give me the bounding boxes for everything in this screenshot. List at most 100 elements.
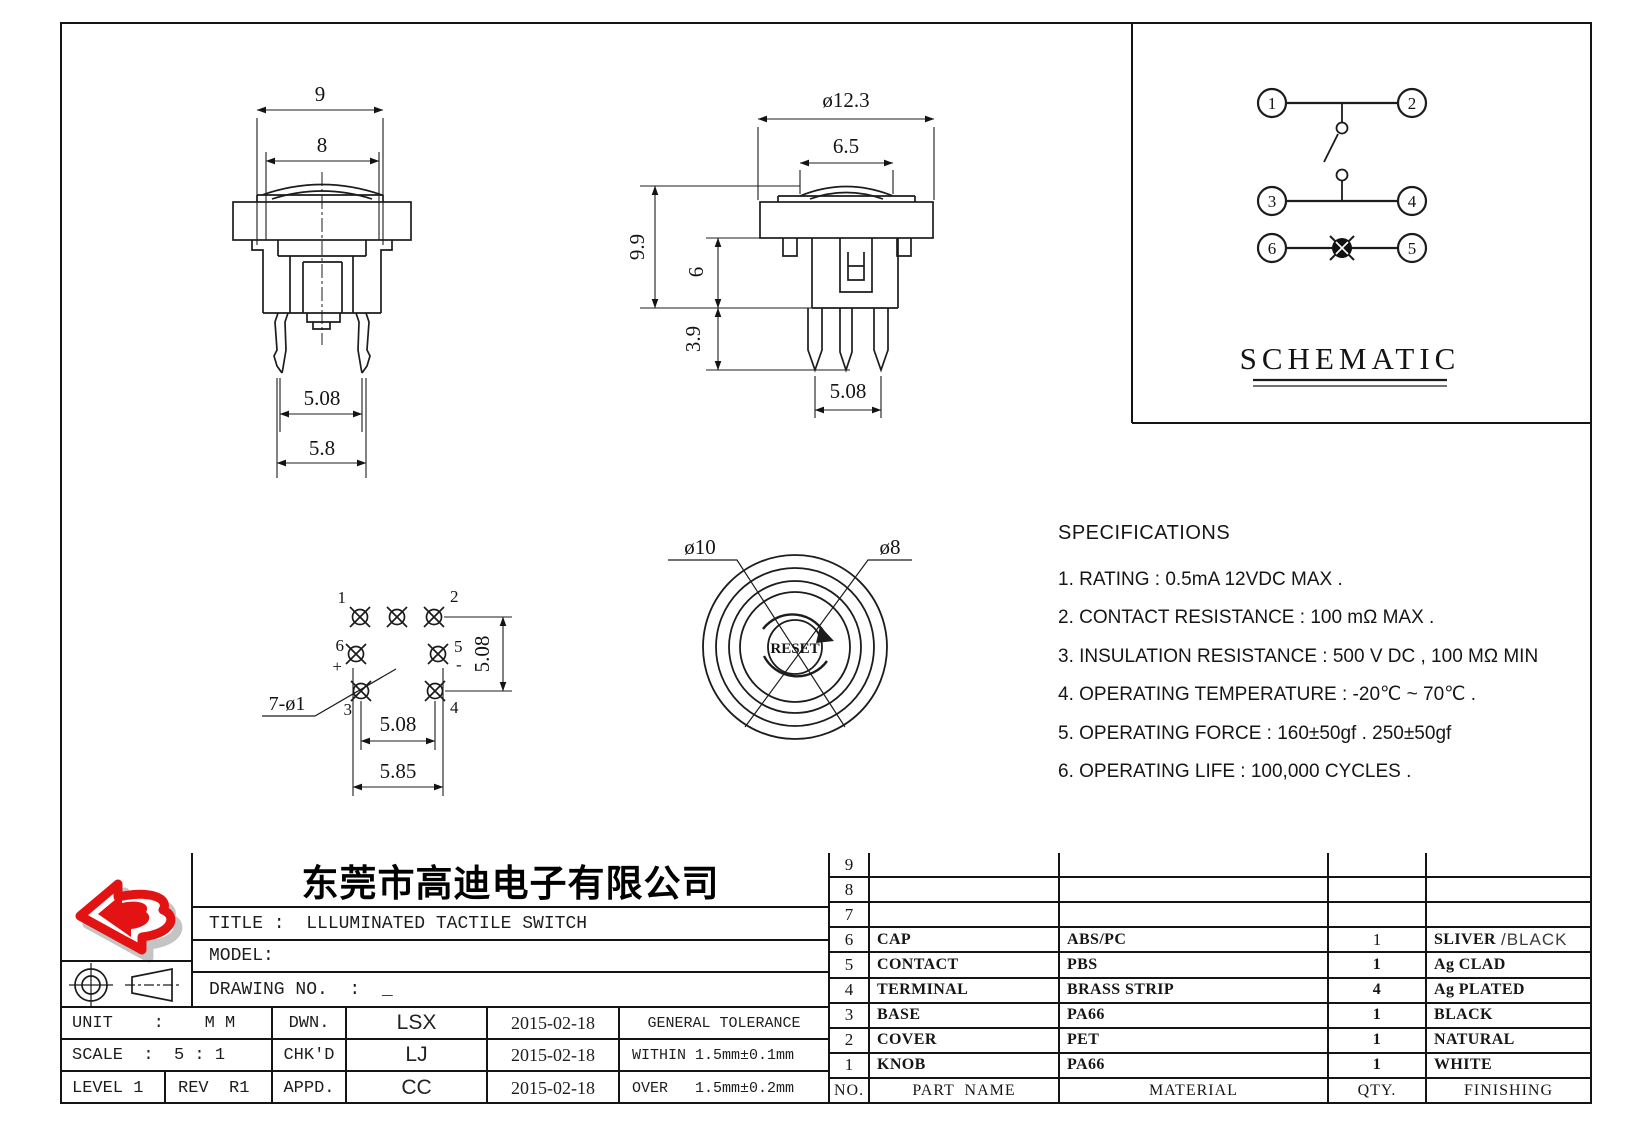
dwn-label: DWN. — [288, 1013, 330, 1033]
tolerance-within: WITHIN 1.5mm±0.1mm — [632, 1046, 795, 1064]
finishing-alt: /BLACK — [1500, 929, 1568, 949]
part-material — [1060, 878, 1329, 904]
model-cell: MODEL: — [193, 941, 828, 973]
dwn-date-cell: 2015-02-18 — [488, 1008, 620, 1040]
scale-cell: SCALE : 5 : 1 — [60, 1040, 273, 1072]
appd-date: 2015-02-18 — [511, 1077, 595, 1098]
part-material — [1060, 903, 1329, 929]
part-finishing — [1427, 878, 1590, 904]
chk-date-cell: 2015-02-18 — [488, 1040, 620, 1072]
part-row-no: 7 — [830, 903, 870, 929]
part-row-no: 3 — [830, 1003, 870, 1029]
parts-table: 9 8 7 6 CAP ABS/PC 1 SLIVER /BLACK 5 CON… — [828, 853, 1590, 1104]
dwn-value-cell: LSX — [347, 1008, 488, 1040]
part-material — [1060, 853, 1329, 879]
part-qty: 1 — [1329, 953, 1427, 979]
chk-label: CHK'D — [283, 1045, 335, 1065]
appd-label: APPD. — [283, 1078, 335, 1098]
part-qty: 1 — [1329, 1003, 1427, 1029]
part-name: CAP — [870, 928, 1060, 954]
scale-label: SCALE : 5 : 1 — [72, 1045, 226, 1065]
part-name — [870, 878, 1060, 904]
finishing-main: SLIVER — [1434, 930, 1496, 948]
dwn-label-cell: DWN. — [273, 1008, 347, 1040]
part-material: PA66 — [1060, 1003, 1329, 1029]
part-row-no: 1 — [830, 1053, 870, 1079]
part-name: BASE — [870, 1003, 1060, 1029]
tolerance-over-cell: OVER 1.5mm±0.2mm — [620, 1072, 828, 1104]
parts-header-finishing: FINISHING — [1464, 1082, 1553, 1100]
part-qty — [1329, 853, 1427, 879]
part-name: KNOB — [870, 1053, 1060, 1079]
chk-label-cell: CHK'D — [273, 1040, 347, 1072]
part-material: PET — [1060, 1028, 1329, 1054]
drawing-no-label: DRAWING NO. : _ — [209, 979, 393, 1000]
part-finishing: Ag PLATED — [1427, 979, 1590, 1004]
part-qty — [1329, 878, 1427, 904]
appd-value-cell: CC — [347, 1072, 488, 1104]
spec-item: 1. RATING : 0.5mA 12VDC MAX . — [1058, 569, 1343, 590]
part-name: TERMINAL — [870, 978, 1060, 1004]
part-row-no: 8 — [830, 878, 870, 904]
parts-header-no: NO. — [830, 1078, 870, 1104]
part-finishing — [1427, 853, 1590, 879]
part-finishing: WHITE — [1427, 1054, 1590, 1079]
rev-label: REV R1 — [178, 1078, 250, 1098]
projection-cell — [60, 962, 193, 1008]
tolerance-title-cell: GENERAL TOLERANCE — [620, 1008, 828, 1040]
part-row-no: 2 — [830, 1028, 870, 1054]
part-material: PA66 — [1060, 1053, 1329, 1079]
part-row-no: 5 — [830, 953, 870, 979]
part-qty — [1329, 903, 1427, 929]
drawing-title: TITLE : LLLUMINATED TACTILE SWITCH — [209, 913, 588, 934]
dwn-signature: LSX — [396, 1011, 437, 1034]
part-row-no: 6 — [830, 928, 870, 954]
chk-signature: LJ — [405, 1043, 428, 1066]
drawing-border — [60, 22, 1592, 1104]
spec-item: 4. OPERATING TEMPERATURE : -20℃ ~ 70℃ . — [1058, 684, 1477, 706]
rev-cell: REV R1 — [166, 1072, 273, 1104]
part-qty: 1 — [1329, 1028, 1427, 1054]
dwn-date: 2015-02-18 — [511, 1012, 595, 1033]
unit-label: UNIT : M M — [72, 1013, 236, 1033]
specifications-heading: SPECIFICATIONS — [1058, 522, 1231, 544]
part-finishing: NATURAL — [1427, 1029, 1590, 1054]
title-cell: TITLE : LLLUMINATED TACTILE SWITCH — [193, 908, 828, 941]
part-name — [870, 903, 1060, 929]
tolerance-title: GENERAL TOLERANCE — [647, 1014, 801, 1032]
part-row-no: 4 — [830, 978, 870, 1004]
spec-item: 5. OPERATING FORCE : 160±50gf . 250±50gf — [1058, 722, 1452, 744]
part-finishing — [1427, 903, 1590, 929]
appd-signature: CC — [401, 1076, 432, 1099]
part-name: COVER — [870, 1028, 1060, 1054]
spec-item: 6. OPERATING LIFE : 100,000 CYCLES . — [1058, 761, 1412, 783]
parts-header-qty: QTY. — [1329, 1078, 1427, 1104]
spec-item: 3. INSULATION RESISTANCE : 500 V DC , 10… — [1058, 645, 1539, 667]
logo-cell — [60, 853, 193, 962]
unit-cell: UNIT : M M — [60, 1008, 273, 1040]
chk-value-cell: LJ — [347, 1040, 488, 1072]
parts-header-part-name: PART NAME — [870, 1078, 1060, 1104]
level-label: LEVEL 1 — [72, 1078, 144, 1098]
part-material: PBS — [1060, 953, 1329, 979]
part-material: ABS/PC — [1060, 928, 1329, 954]
part-name — [870, 853, 1060, 879]
part-finishing: SLIVER /BLACK — [1427, 928, 1590, 954]
tolerance-within-cell: WITHIN 1.5mm±0.1mm — [620, 1040, 828, 1072]
part-qty: 4 — [1329, 978, 1427, 1004]
specifications: SPECIFICATIONS 1. RATING : 0.5mA 12VDC M… — [1058, 522, 1588, 791]
part-finishing: BLACK — [1427, 1004, 1590, 1029]
part-material: BRASS STRIP — [1060, 978, 1329, 1004]
company-name: 东莞市高迪电子有限公司 — [301, 862, 720, 904]
company-name-cell: 东莞市高迪电子有限公司 — [193, 853, 828, 908]
chk-date: 2015-02-18 — [511, 1044, 595, 1065]
part-row-no: 9 — [830, 853, 870, 879]
drawing-no-cell: DRAWING NO. : _ — [193, 973, 828, 1008]
parts-header-material: MATERIAL — [1060, 1078, 1329, 1104]
spec-item: 2. CONTACT RESISTANCE : 100 mΩ MAX . — [1058, 607, 1435, 629]
tolerance-over: OVER 1.5mm±0.2mm — [632, 1079, 795, 1097]
part-qty: 1 — [1329, 928, 1427, 954]
level-cell: LEVEL 1 — [60, 1072, 166, 1104]
part-qty: 1 — [1329, 1053, 1427, 1079]
model-label: MODEL: — [209, 946, 274, 966]
